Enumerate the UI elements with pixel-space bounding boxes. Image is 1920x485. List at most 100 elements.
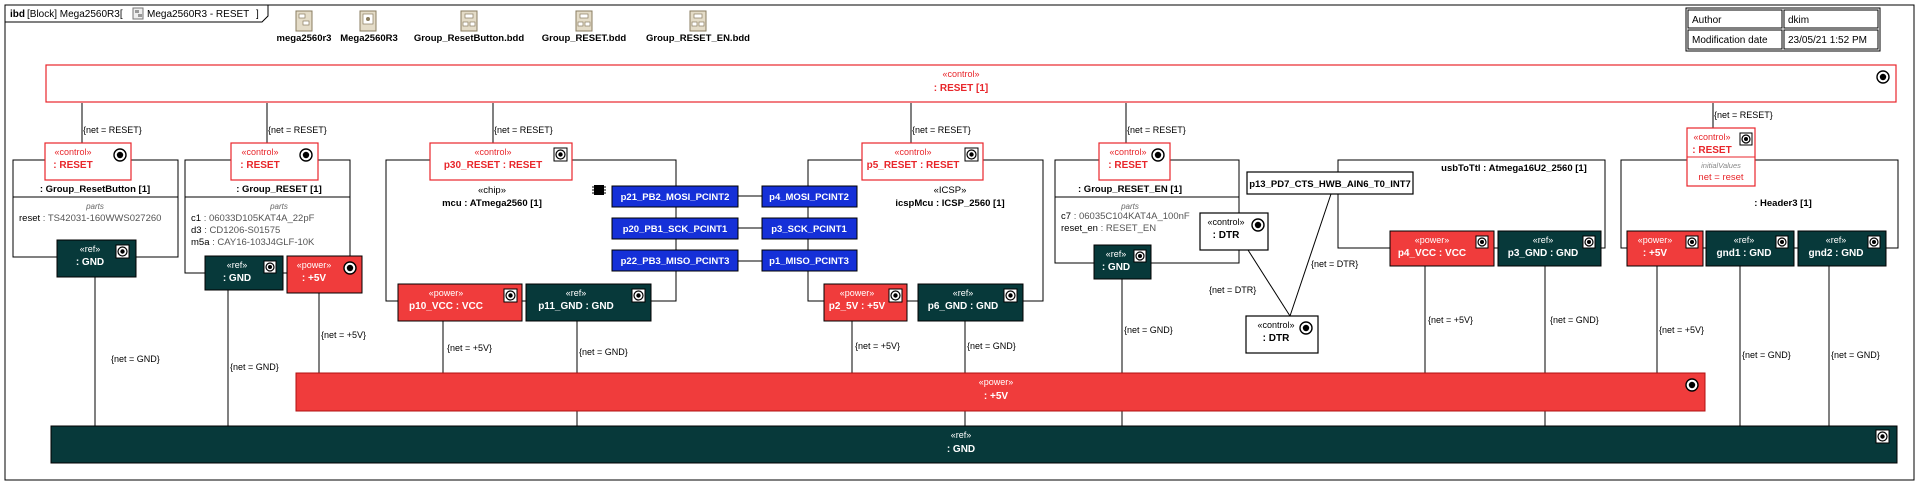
port-reset-en-gnd[interactable]: «ref» : GND — [1093, 244, 1152, 280]
diagram-link-mega2560r3[interactable]: mega2560r3 — [277, 10, 332, 44]
net-label-gnd: {net = GND} — [1831, 350, 1880, 360]
port-group-reset-gnd[interactable]: «ref» : GND — [204, 255, 284, 291]
port-reset-en-reset[interactable]: «control» : RESET — [1098, 142, 1171, 181]
port-indicator-icon — [1739, 132, 1753, 146]
port-indicator-icon — [1875, 429, 1890, 444]
port-name: p3_GND : GND — [1508, 248, 1579, 259]
port-name: p30_RESET : RESET — [444, 160, 542, 171]
port-header3-5v[interactable]: «power» : +5V — [1626, 230, 1704, 267]
block-stereotype: «ICSP» — [934, 185, 967, 196]
port-indicator-icon — [1867, 235, 1881, 249]
stereotype-label: «ref» — [1533, 235, 1554, 245]
port-name: : +5V — [302, 273, 327, 284]
port-name: : GND — [1102, 262, 1130, 273]
port-mcu-reset[interactable]: «control» p30_RESET : RESET — [429, 142, 573, 181]
port-mcu-gnd[interactable]: «ref» p11_GND : GND — [525, 283, 652, 322]
power-bus-5v[interactable]: «power» : +5V — [295, 372, 1706, 412]
port-mcu-vcc[interactable]: «power» p10_VCC : VCC — [397, 283, 523, 322]
part-value: CAY16-103J4GLF-10K — [217, 237, 315, 248]
port-name: p4_VCC : VCC — [1398, 248, 1466, 259]
part-key: c7 — [1061, 211, 1071, 222]
port-name: : GND — [223, 273, 251, 284]
frame-tag: ibd — [10, 9, 25, 20]
port-header3-reset[interactable]: «control» : RESET initialValues net = re… — [1686, 127, 1756, 187]
stereotype-label: «ref» — [951, 430, 972, 440]
net-label-5v: {net = +5V} — [447, 343, 492, 353]
stereotype-label: «control» — [1693, 132, 1730, 142]
port-mcu-miso[interactable]: p22_PB3_MISO_PCINT3 — [611, 249, 739, 272]
port-icsp-reset[interactable]: «control» p5_RESET : RESET — [861, 142, 984, 181]
modification-date-value: 23/05/21 1:52 PM — [1788, 35, 1867, 46]
stereotype-label: «control» — [1207, 217, 1244, 227]
port-usb-pd7[interactable]: p13_PD7_CTS_HWB_AIN6_T0_INT7 — [1246, 171, 1414, 195]
part-value: RESET_EN — [1106, 223, 1156, 234]
port-indicator-icon — [1299, 321, 1313, 335]
stereotype-label: «ref» — [80, 244, 101, 254]
port-indicator-icon — [1475, 235, 1489, 249]
reset-bus[interactable]: «control» : RESET [1] — [45, 64, 1897, 103]
stereotype-label: «control» — [894, 147, 931, 157]
net-label-gnd: {net = GND} — [111, 354, 160, 364]
part-value: 06033D105KAT4A_22pF — [209, 213, 315, 224]
diagram-link-group-resetbutton-bdd[interactable]: Group_ResetButton.bdd — [414, 10, 524, 44]
net-label-5v: {net = +5V} — [1659, 325, 1704, 335]
port-name: p11_GND : GND — [538, 301, 614, 312]
port-header3-gnd2[interactable]: «ref» gnd2 : GND — [1797, 230, 1887, 267]
part-sep: : — [1101, 223, 1106, 234]
block-title: : Group_ResetButton [1] — [40, 184, 150, 195]
net-label-5v: {net = +5V} — [855, 341, 900, 351]
port-group-reset-5v[interactable]: «power» : +5V — [286, 255, 363, 294]
author-label: Author — [1692, 15, 1722, 26]
stereotype-label: «ref» — [1106, 249, 1127, 259]
port-indicator-icon — [1876, 70, 1890, 84]
port-indicator-icon — [299, 148, 313, 162]
part-key: reset — [19, 213, 40, 224]
port-name: p13_PD7_CTS_HWB_AIN6_T0_INT7 — [1249, 179, 1411, 190]
gnd-bus[interactable]: «ref» : GND — [50, 425, 1898, 464]
block-mcu[interactable]: «chip» mcu : ATmega2560 [1] — [385, 159, 677, 302]
port-mcu-mosi[interactable]: p21_PB2_MOSI_PCINT2 — [611, 185, 739, 208]
frame-title-diagram[interactable]: Mega2560R3 - RESET — [147, 9, 249, 20]
port-indicator-icon — [263, 260, 277, 274]
stereotype-label: «control» — [942, 69, 979, 79]
port-group-reset-reset[interactable]: «control» : RESET — [230, 142, 319, 181]
port-icsp-miso[interactable]: p1_MISO_PCINT3 — [761, 249, 858, 272]
diagram-link-Mega2560R3[interactable]: Mega2560R3 — [340, 10, 398, 44]
modification-date-label: Modification date — [1692, 35, 1768, 46]
port-reset-en-dtr[interactable]: «control» : DTR — [1199, 212, 1269, 251]
port-indicator-icon — [1582, 235, 1596, 249]
port-icsp-5v[interactable]: «power» p2_5V : +5V — [823, 283, 908, 322]
stereotype-label: «control» — [54, 147, 91, 157]
port-indicator-icon — [888, 288, 903, 303]
block-stereotype: «chip» — [478, 185, 506, 196]
net-label-gnd: {net = GND} — [1742, 350, 1791, 360]
net-label-5v: {net = +5V} — [321, 330, 366, 340]
port-name: p4_MOSI_PCINT2 — [769, 192, 849, 203]
power-bus-name: : +5V — [984, 391, 1009, 402]
port-resetbutton-gnd[interactable]: «ref» : GND — [56, 239, 137, 278]
port-mcu-sck[interactable]: p20_PB1_SCK_PCINT1 — [611, 217, 739, 240]
net-label-reset: {net = RESET} — [1714, 110, 1773, 120]
stereotype-label: «ref» — [953, 288, 974, 298]
block-title: : Header3 [1] — [1754, 198, 1812, 209]
port-icsp-mosi[interactable]: p4_MOSI_PCINT2 — [761, 185, 858, 208]
net-label-gnd: {net = GND} — [230, 362, 279, 372]
port-dtr[interactable]: «control» : DTR — [1245, 315, 1319, 354]
port-icsp-gnd[interactable]: «ref» p6_GND : GND — [917, 283, 1024, 322]
port-resetbutton-reset[interactable]: «control» : RESET — [44, 142, 132, 181]
port-icsp-sck[interactable]: p3_SCK_PCINT1 — [761, 217, 858, 240]
port-header3-gnd1[interactable]: «ref» gnd1 : GND — [1705, 230, 1795, 267]
port-usb-vcc[interactable]: «power» p4_VCC : VCC — [1389, 230, 1495, 267]
diagram-link-group-reset-en-bdd[interactable]: Group_RESET_EN.bdd — [646, 10, 750, 44]
port-name: : GND — [76, 257, 104, 268]
net-label-gnd: {net = GND} — [579, 347, 628, 357]
port-indicator-icon — [343, 261, 357, 275]
stereotype-label: «ref» — [566, 288, 587, 298]
diagram-link-label: Group_RESET.bdd — [542, 33, 627, 44]
port-indicator-icon — [1251, 218, 1265, 232]
chip-icon — [592, 185, 606, 195]
diagram-link-group-reset-bdd[interactable]: Group_RESET.bdd — [542, 10, 627, 44]
part-entry: reset_en : RESET_EN — [1061, 223, 1156, 234]
port-usb-gnd[interactable]: «ref» p3_GND : GND — [1497, 230, 1602, 267]
